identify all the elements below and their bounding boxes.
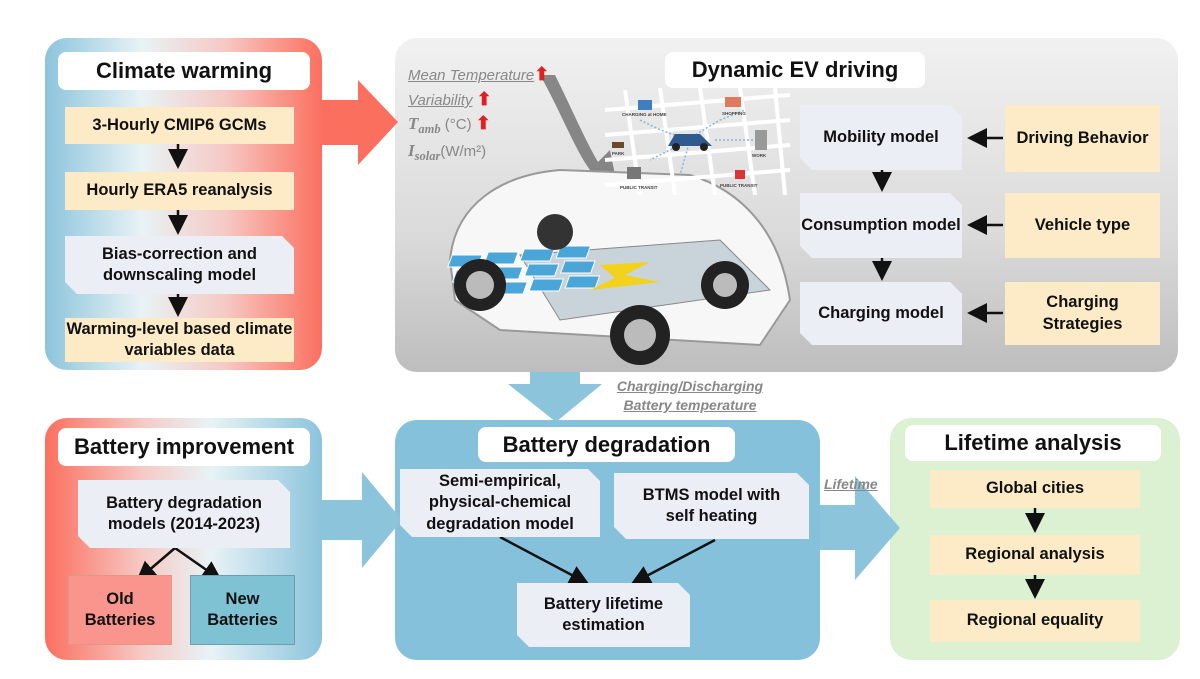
map-label-transit-2: PUBLIC TRANSIT	[720, 183, 758, 188]
park-icon	[612, 142, 624, 148]
warming-level-box: Warming-level based climate variables da…	[65, 318, 294, 362]
warming-to-ev-arrow	[322, 80, 398, 165]
battery-temperature-label: Battery temperature	[623, 397, 757, 413]
bus-icon	[735, 170, 745, 179]
degradation-to-lifetime-arrow	[820, 476, 900, 580]
map-label-transit-1: PUBLIC TRANSIT	[620, 185, 658, 190]
era5-box: Hourly ERA5 reanalysis	[65, 172, 294, 210]
charging-discharging-label: Charging/Discharging	[616, 378, 764, 394]
charging-strategies-box: Charging Strategies	[1005, 282, 1160, 345]
vehicle-type-box: Vehicle type	[1005, 193, 1160, 258]
lifetime-flow-label: Lifetime	[824, 476, 878, 492]
up-arrow-icon: ⬆	[475, 113, 491, 133]
bias-correction-box: Bias-correction and downscaling model	[65, 236, 294, 294]
semi-empirical-model-box: Semi-empirical, physical-chemical degrad…	[400, 469, 600, 537]
old-batteries-box: Old Batteries	[68, 575, 172, 645]
shop-icon	[725, 97, 741, 107]
climate-warming-title: Climate warming	[58, 52, 310, 90]
global-cities-box: Global cities	[930, 470, 1140, 508]
lifetime-estimation-box: Battery lifetime estimation	[517, 583, 690, 647]
ev-to-degradation-arrow	[508, 372, 602, 422]
mean-temperature-label: Mean Temperature⬆	[408, 64, 550, 84]
transit-icon	[627, 167, 641, 179]
up-arrow-icon: ⬆	[476, 89, 492, 109]
btms-model-box: BTMS model with self heating	[614, 473, 809, 539]
regional-equality-box: Regional equality	[930, 600, 1140, 642]
map-label-park: PARK	[612, 151, 625, 156]
map-label-shopping: SHOPPING	[722, 111, 746, 116]
up-arrow-icon: ⬆	[534, 64, 550, 84]
city-map-illustration: CHARGING at HOME SHOPPING PARK WORK PUBL…	[604, 87, 791, 196]
temperature-influence-arrow	[540, 75, 620, 200]
lightning-icon	[590, 262, 660, 290]
home-icon	[638, 100, 652, 110]
charging-model-box: Charging model	[800, 282, 962, 345]
variability-label: Variability ⬆	[408, 89, 492, 109]
map-label-home: CHARGING at HOME	[622, 112, 667, 117]
lifetime-analysis-title: Lifetime analysis	[905, 425, 1161, 461]
regional-analysis-box: Regional analysis	[930, 535, 1140, 575]
car-icon	[668, 134, 712, 146]
work-icon	[755, 130, 767, 150]
driving-behavior-box: Driving Behavior	[1005, 105, 1160, 172]
degradation-models-box: Battery degradation models (2014-2023)	[78, 480, 290, 548]
consumption-model-box: Consumption model	[800, 193, 962, 258]
new-batteries-box: New Batteries	[190, 575, 295, 645]
cmip6-box: 3-Hourly CMIP6 GCMs	[65, 107, 294, 144]
mobility-model-box: Mobility model	[800, 105, 962, 170]
tamb-label: Tamb (°C) ⬆	[408, 113, 491, 136]
isolar-label: Isolar(W/m²)	[408, 141, 487, 163]
ev-car-illustration	[447, 168, 792, 365]
battery-degradation-title: Battery degradation	[478, 427, 735, 462]
battery-improvement-title: Battery improvement	[58, 428, 310, 466]
map-label-work: WORK	[752, 153, 767, 158]
dynamic-ev-title: Dynamic EV driving	[665, 52, 925, 88]
connector-arrows	[136, 128, 1045, 599]
improvement-to-degradation-arrow	[322, 472, 402, 568]
